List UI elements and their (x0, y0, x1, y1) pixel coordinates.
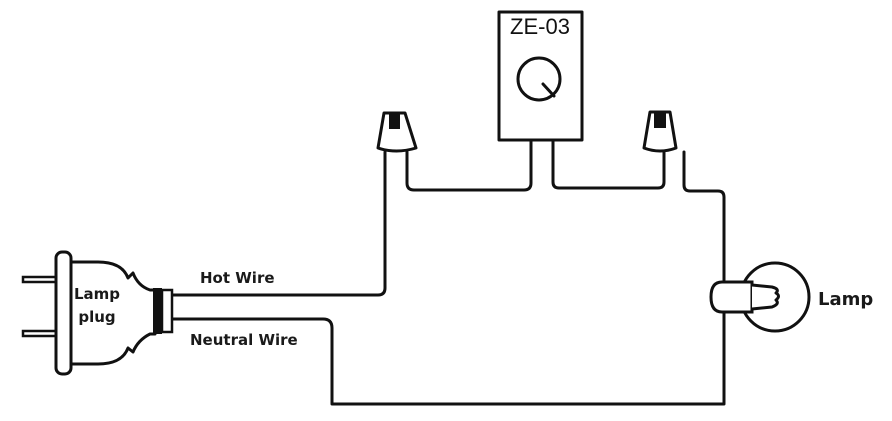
wire-nut-left-body (376, 111, 418, 153)
hot-wire (170, 150, 387, 297)
bulb-base-icon (751, 283, 780, 311)
plug-cord-collar (160, 288, 174, 334)
left-nut-to-dimmer-wire (405, 138, 533, 192)
dimmer-switch: ZE-03 (497, 10, 584, 142)
wire-nut-right-body (642, 110, 678, 153)
lamp-return-wire (170, 310, 726, 406)
plug-label-line2: plug (78, 308, 115, 326)
plug-faceplate (54, 250, 73, 376)
plug-prong-bottom (21, 329, 59, 338)
dimmer-knob-pointer (541, 82, 556, 98)
plug-label-line1: Lamp (74, 285, 120, 303)
bulb-socket (709, 280, 754, 314)
wire-nut-right-ridges (654, 112, 666, 128)
lamp-label: Lamp (818, 289, 873, 310)
plug-prong-top (21, 275, 59, 284)
lamp-plug: Lamp plug (21, 250, 174, 376)
neutral-wire-label: Neutral Wire (190, 331, 298, 349)
right-nut-to-lamp-wire (682, 150, 726, 282)
wire-nut-left-ridges (389, 113, 400, 129)
wire-nut-right (642, 110, 678, 153)
lamp-bulb (709, 261, 811, 333)
dimmer-label: ZE-03 (510, 14, 570, 39)
hot-wire-label: Hot Wire (200, 269, 275, 287)
dimmer-to-right-nut-wire (551, 138, 666, 190)
wire-nut-left (376, 111, 418, 153)
plug-strain-relief (153, 288, 162, 334)
